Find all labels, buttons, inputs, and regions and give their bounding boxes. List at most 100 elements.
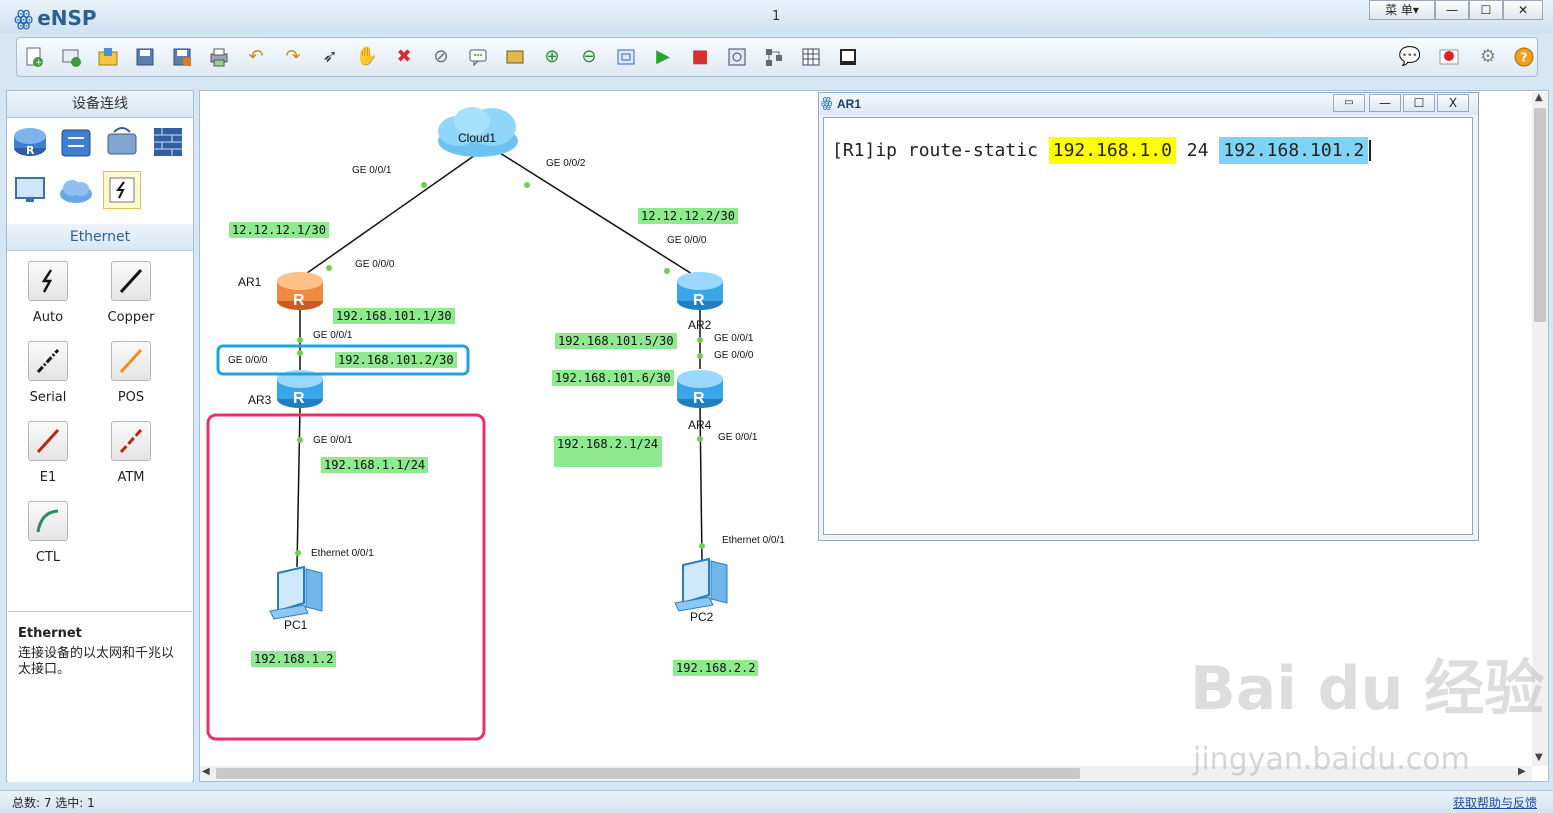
router-icon[interactable]: R <box>11 123 49 161</box>
ctl-cable-icon[interactable] <box>28 501 68 541</box>
firewall-icon[interactable] <box>149 123 187 161</box>
save-icon[interactable] <box>132 44 158 70</box>
vertical-scroll-thumb[interactable] <box>1534 108 1546 322</box>
text-note-icon[interactable] <box>465 44 491 70</box>
ip-label: 12.12.12.1/30 <box>229 222 329 238</box>
connection-icon[interactable] <box>103 171 141 209</box>
zoom-out-icon[interactable]: ⊖ <box>581 46 597 67</box>
ar3-router-icon[interactable]: R <box>277 370 323 408</box>
select-icon[interactable]: ➶ <box>322 46 338 67</box>
capture-icon[interactable] <box>724 44 750 70</box>
command-line: [R1]ip route-static 192.168.1.0 24 192.1… <box>832 137 1372 164</box>
svg-text:R: R <box>693 292 705 309</box>
ar1-router-icon[interactable]: R <box>277 272 323 310</box>
console-icon[interactable] <box>835 44 861 70</box>
e1-cable-icon[interactable] <box>28 421 68 461</box>
print-icon[interactable] <box>206 44 232 70</box>
start-device-icon[interactable]: ▶ <box>656 46 670 67</box>
undo-icon[interactable]: ↶ <box>248 46 264 67</box>
port-label: GE 0/0/0 <box>228 355 268 366</box>
vertical-scrollbar[interactable]: ▲ ▼ <box>1532 92 1548 766</box>
ar2-router-icon[interactable]: R <box>677 272 723 310</box>
horizontal-scroll-thumb[interactable] <box>216 768 1080 779</box>
cloud1-icon[interactable] <box>438 107 518 157</box>
console-app-icon: ꙮ <box>821 96 833 111</box>
fit-window-icon[interactable] <box>613 44 639 70</box>
port-label: GE 0/0/0 <box>667 235 707 246</box>
console-maximize-button[interactable]: ☐ <box>1403 94 1435 112</box>
ip-label: 192.168.101.1/30 <box>333 308 455 324</box>
copper-cable-icon[interactable] <box>111 261 151 301</box>
stop-device-icon[interactable]: ■ <box>691 46 709 67</box>
port-label: GE 0/0/0 <box>355 259 395 270</box>
link-cloud-ar1[interactable] <box>299 152 479 279</box>
ar2-label: AR2 <box>688 318 712 332</box>
console-terminal[interactable]: [R1]ip route-static 192.168.1.0 24 192.1… <box>823 117 1473 535</box>
link-cloud-ar2[interactable] <box>499 152 701 280</box>
rectangle-icon[interactable] <box>502 44 528 70</box>
horizontal-scrollbar[interactable]: ◀ ▶ <box>200 766 1532 781</box>
info-title: Ethernet <box>18 626 82 641</box>
cable-panel-header: Ethernet <box>7 224 193 251</box>
pc-icon[interactable] <box>11 171 49 209</box>
ar4-router-icon[interactable]: R <box>677 370 723 408</box>
console-restore-icon[interactable]: ▭ <box>1333 94 1365 112</box>
help-feedback-link[interactable]: 获取帮助与反馈 <box>1452 796 1537 810</box>
huawei-icon[interactable] <box>1436 44 1462 70</box>
tab-number: 1 <box>772 9 781 24</box>
link-ar3-pc1[interactable] <box>296 406 301 568</box>
maximize-button[interactable]: ☐ <box>1469 0 1503 20</box>
ip-label: 192.168.2.1/24 <box>554 436 662 467</box>
port-label: GE 0/0/0 <box>714 350 754 361</box>
save-as-icon[interactable] <box>169 44 195 70</box>
info-description: 连接设备的以太网和千兆以太接口。 <box>18 646 175 677</box>
command-prompt: [R1]ip route-static <box>832 140 1049 161</box>
delete-icon[interactable]: ✖ <box>396 46 412 67</box>
console-titlebar[interactable] <box>819 93 1478 115</box>
cable-label-serial: Serial <box>29 390 67 405</box>
status-bar: 总数: 7 选中: 1 获取帮助与反馈 <box>0 790 1553 813</box>
atm-cable-icon[interactable] <box>111 421 151 461</box>
pos-cable-icon[interactable] <box>111 341 151 381</box>
ip-label: 192.168.101.2/30 <box>335 352 457 368</box>
redo-icon[interactable]: ↷ <box>285 46 301 67</box>
port-label: GE 0/0/1 <box>313 330 353 341</box>
pc1-icon[interactable] <box>269 565 323 620</box>
next-hop-address: 192.168.101.2 <box>1219 137 1369 164</box>
scroll-left-icon[interactable]: ◀ <box>202 766 210 777</box>
device-panel-header: 设备连线 <box>7 91 193 118</box>
ar1-console-window[interactable]: ꙮ AR1 ▭ — ☐ X [R1]ip route-static 192.16… <box>818 92 1479 541</box>
serial-cable-icon[interactable] <box>28 341 68 381</box>
topology-links: R R R R <box>206 107 728 741</box>
wireless-icon[interactable] <box>103 123 141 161</box>
new-topology-icon[interactable]: + <box>21 44 47 70</box>
settings-icon[interactable]: ⚙ <box>1479 46 1497 67</box>
topology-icon[interactable] <box>761 44 787 70</box>
auto-cable-icon[interactable] <box>28 261 68 301</box>
grid-icon[interactable] <box>798 44 824 70</box>
delete-link-icon[interactable]: ⊘ <box>433 46 449 67</box>
console-close-button[interactable]: X <box>1437 94 1469 112</box>
scroll-right-icon[interactable]: ▶ <box>1518 766 1526 777</box>
minimize-button[interactable]: — <box>1435 0 1469 20</box>
pc2-icon[interactable] <box>674 557 728 612</box>
console-minimize-button[interactable]: — <box>1369 94 1401 112</box>
cloud-icon[interactable] <box>57 171 95 209</box>
scroll-up-icon[interactable]: ▲ <box>1535 92 1543 103</box>
port-label: GE 0/0/2 <box>546 158 586 169</box>
cable-label-pos: POS <box>117 390 145 405</box>
switch-icon[interactable] <box>57 123 95 161</box>
zoom-in-icon[interactable]: ⊕ <box>544 46 560 67</box>
selection-status: 总数: 7 选中: 1 <box>12 796 95 810</box>
new-lab-icon[interactable] <box>58 44 84 70</box>
port-label: Ethernet 0/0/1 <box>311 548 374 559</box>
scroll-down-icon[interactable]: ▼ <box>1535 752 1543 763</box>
message-icon[interactable]: 💬 <box>1398 46 1422 67</box>
hand-icon[interactable]: ✋ <box>355 46 379 67</box>
window-menu-button[interactable]: 菜 单▾ <box>1369 0 1435 20</box>
link-ar4-pc2[interactable] <box>699 406 703 562</box>
help-icon[interactable]: ? <box>1511 44 1537 70</box>
open-icon[interactable] <box>95 44 121 70</box>
close-button[interactable]: ✕ <box>1503 0 1543 20</box>
